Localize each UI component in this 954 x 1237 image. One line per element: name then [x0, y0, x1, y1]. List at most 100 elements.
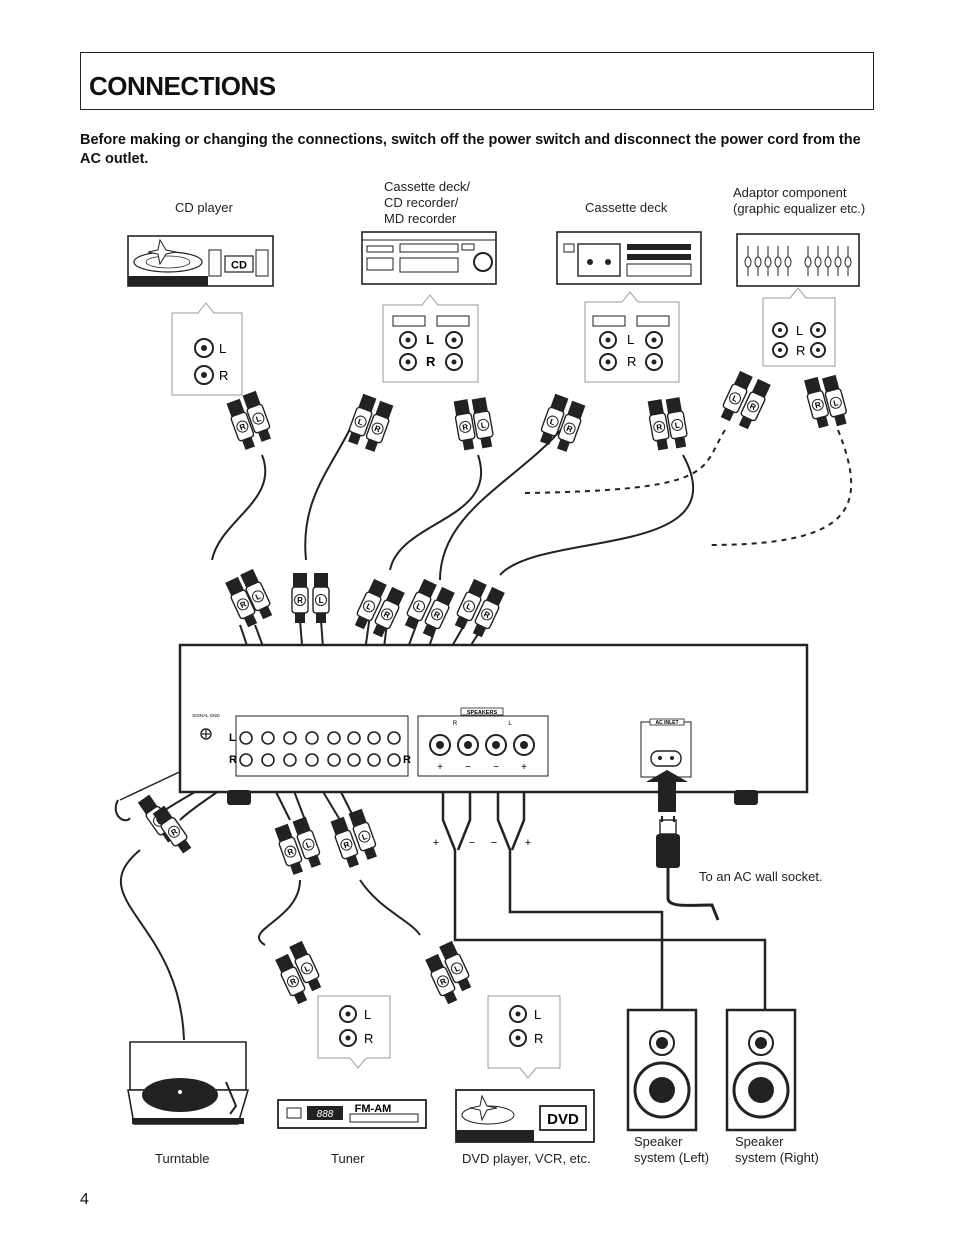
speakers-label: SPEAKERS	[467, 710, 498, 716]
plug-r: R	[482, 609, 491, 620]
cassette-jack-panel: L R	[584, 291, 680, 383]
cd-player-device: CD	[127, 235, 274, 287]
plug-r: R	[239, 599, 248, 610]
ac-power-cord	[646, 770, 720, 921]
plug-r: R	[565, 424, 574, 435]
cd-badge: CD	[231, 260, 247, 272]
speaker-cables	[441, 775, 767, 1010]
plug-l: L	[731, 394, 739, 404]
dvd-jack-r: R	[534, 1031, 543, 1046]
plug-r: R	[382, 609, 391, 620]
plug-r: R	[432, 609, 441, 620]
plug-r: R	[169, 827, 179, 838]
dvd-badge: DVD	[547, 1111, 579, 1128]
title-box: CONNECTIONS	[80, 52, 874, 110]
plug-l: L	[303, 964, 311, 974]
cd-jack-panel: L R	[171, 302, 243, 396]
tuner-display: 888	[317, 1109, 334, 1120]
terminal-minus: −	[465, 762, 471, 773]
plug-l: L	[255, 414, 263, 424]
plug-l: L	[453, 964, 461, 974]
equalizer-device	[736, 233, 860, 287]
cd-jack-l: L	[219, 341, 226, 356]
ac-inlet-label: AC INLET	[655, 720, 678, 726]
fm-am-badge: FM-AM	[355, 1103, 392, 1115]
plug-l: L	[480, 421, 486, 431]
turntable-label: Turntable	[155, 1151, 210, 1166]
eq-jack-l: L	[796, 323, 803, 338]
dvd-jack-l: L	[534, 1007, 541, 1022]
speaker-right-device	[725, 1008, 797, 1132]
eq-jack-r: R	[796, 343, 805, 358]
terminal-minus: −	[493, 762, 499, 773]
plug-l: L	[357, 417, 365, 427]
plug-l: L	[361, 832, 369, 842]
speaker-left-device	[626, 1008, 698, 1132]
signal-gnd-label: SIGNAL GND	[192, 713, 220, 718]
plug-r: R	[748, 401, 757, 412]
tuner-jack-l: L	[364, 1007, 371, 1022]
plug-l: L	[832, 398, 839, 408]
plug-l: L	[549, 417, 557, 427]
plug-l: L	[674, 421, 680, 431]
plug-r: R	[814, 400, 822, 410]
terminal-plus: +	[521, 762, 527, 773]
plug-r: R	[286, 847, 295, 858]
page-title: CONNECTIONS	[89, 71, 276, 101]
plug-l: L	[465, 602, 473, 612]
amp-jack-r2: R	[403, 754, 411, 766]
plug-r: R	[289, 976, 298, 987]
cassette-deck-label: Cassette deck	[585, 200, 668, 215]
plug-r: R	[462, 422, 469, 432]
tuner-jack-r: R	[364, 1031, 373, 1046]
plug-r: R	[373, 424, 382, 435]
speaker-terminals	[429, 734, 535, 756]
cd-recorder-device	[361, 231, 497, 285]
tuner-jack-panel: L R	[317, 995, 391, 1069]
plug-r: R	[656, 422, 663, 432]
power-warning: Before making or changing the connection…	[80, 132, 861, 167]
equalizer-jack-panel: L R	[762, 287, 836, 367]
page-number: 4	[80, 1191, 89, 1208]
amplifier-rear-panel: SIGNAL GND L R R SPEAKERS R L +	[178, 643, 809, 805]
plug-r: R	[297, 596, 303, 605]
plug-r: R	[342, 840, 351, 851]
wire-plus-right: +	[525, 837, 531, 849]
dvd-device: DVD	[455, 1089, 595, 1143]
tuner-label: Tuner	[331, 1151, 365, 1166]
plug-l: L	[415, 602, 423, 612]
amp-jack-r: R	[229, 754, 237, 766]
rca-plugs: R L L R R L L R R L L R R L R L R L L R …	[136, 369, 851, 1007]
cd-jack-r: R	[219, 368, 228, 383]
speaker-l-label: L	[508, 721, 512, 727]
wire-minus-left: −	[469, 837, 475, 849]
wire-minus-right: −	[491, 837, 497, 849]
cassette-deck-device	[556, 231, 702, 285]
amp-jack-l: L	[229, 732, 236, 744]
wire-plus-left: +	[433, 837, 439, 849]
plug-r: R	[238, 422, 247, 433]
terminal-plus: +	[437, 762, 443, 773]
speaker-right-label: Speaker system (Right)	[735, 1134, 819, 1165]
adaptor-label: Adaptor component (graphic equalizer etc…	[733, 185, 866, 216]
tuner-device: 888 FM-AM	[277, 1099, 427, 1129]
recorder-jack-l: L	[426, 332, 434, 347]
speaker-r-label: R	[453, 721, 458, 727]
plug-l: L	[254, 592, 262, 602]
cassette-jack-r: R	[627, 354, 636, 369]
recorder-jack-panel: L R	[382, 294, 479, 383]
cd-player-label: CD player	[175, 200, 233, 215]
plug-l: L	[365, 602, 373, 612]
plug-r: R	[439, 976, 448, 987]
cd-recorder-label: Cassette deck/ CD recorder/ MD recorder	[384, 179, 470, 226]
plug-l: L	[305, 840, 313, 850]
recorder-jack-r: R	[426, 354, 436, 369]
ac-socket-label: To an AC wall socket.	[699, 869, 823, 884]
speaker-left-label: Speaker system (Left)	[634, 1134, 710, 1165]
dvd-jack-panel: L R	[487, 995, 561, 1079]
turntable-device	[127, 1041, 250, 1125]
plug-l: L	[319, 596, 324, 605]
cassette-jack-l: L	[627, 332, 634, 347]
dvd-label: DVD player, VCR, etc.	[462, 1151, 591, 1166]
